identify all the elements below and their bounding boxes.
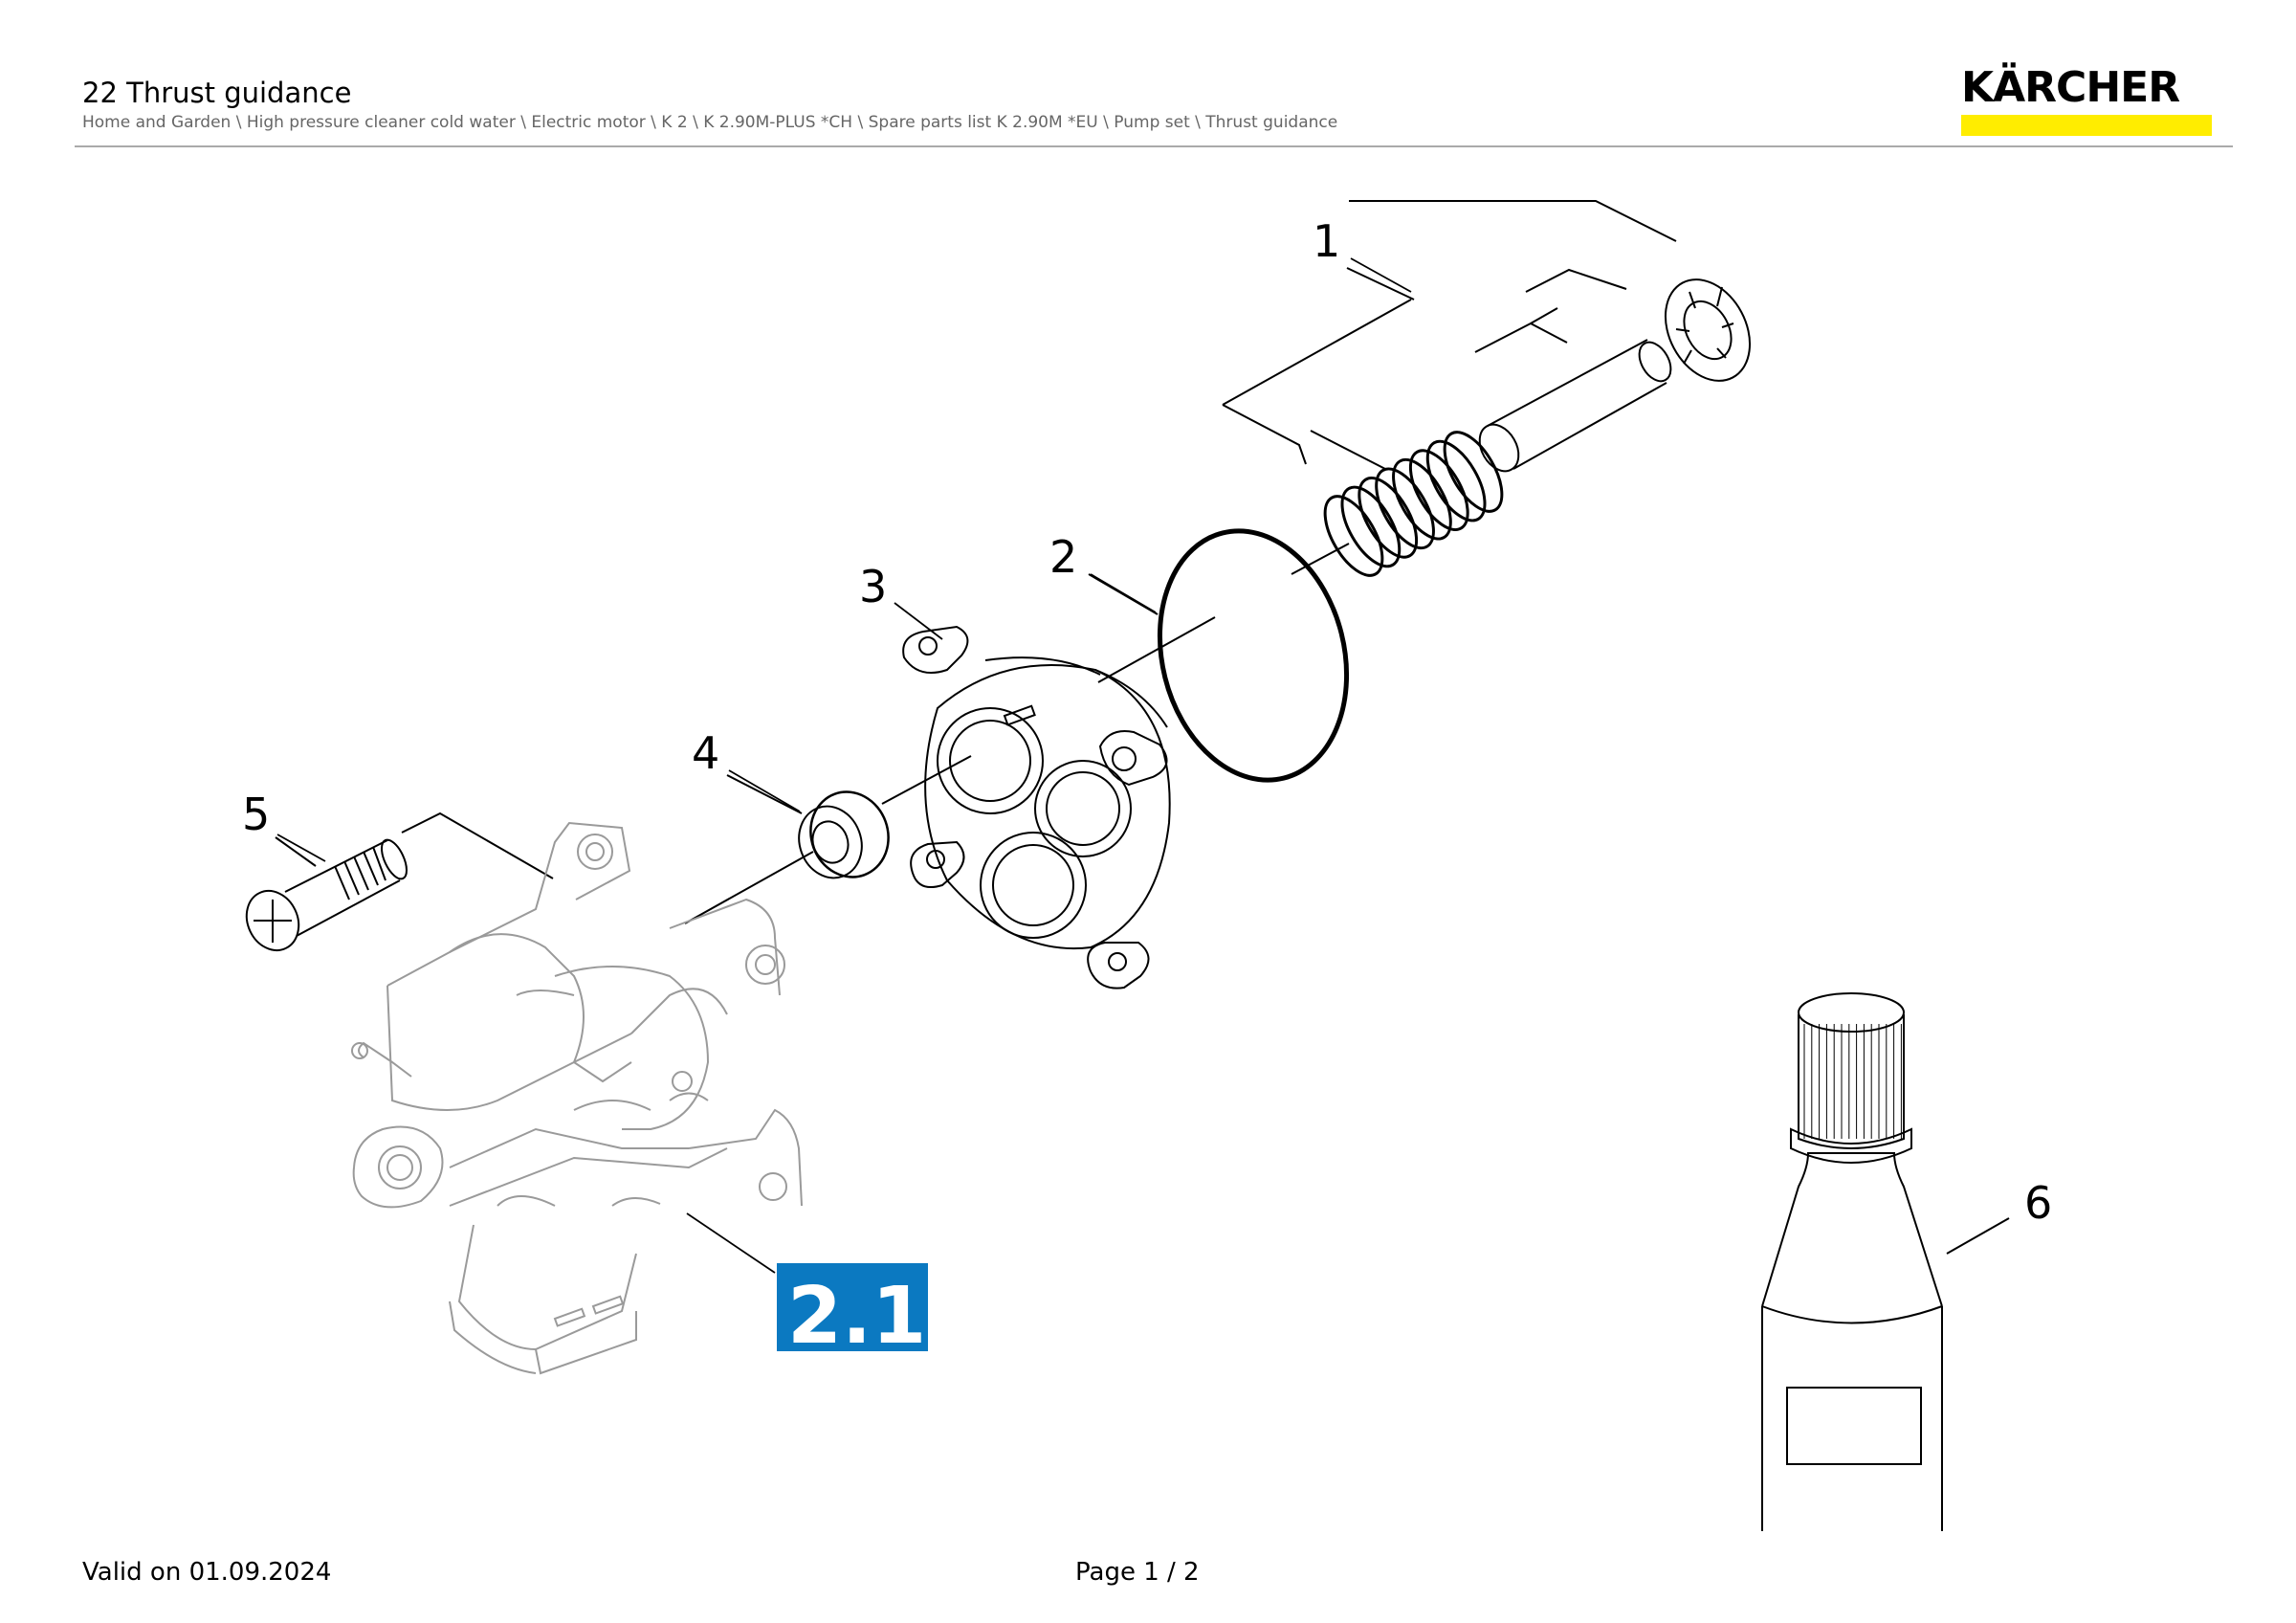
callout-5[interactable]: 5 (242, 789, 270, 840)
part-5-screw (245, 812, 554, 952)
reference-label-text: 2.1 (787, 1271, 926, 1362)
part-6-oil-bottle (1761, 992, 2010, 1531)
exploded-parts-diagram: 1 2 3 4 5 6 2.1 (242, 200, 2052, 1531)
part-3-valve-plate (902, 625, 1171, 989)
reference-label-2-1[interactable]: 2.1 (777, 1263, 928, 1362)
spring-coil (1375, 467, 1435, 550)
footer-page-number: Page 1 / 2 (1075, 1558, 1200, 1587)
spring-coil (1408, 449, 1469, 531)
logo-yellow-bar (1961, 115, 2212, 136)
spring-coil (1443, 431, 1504, 513)
spring-coil (1358, 477, 1419, 559)
spring-coil (1323, 495, 1384, 577)
callout-2[interactable]: 2 (1049, 531, 1077, 583)
karcher-logo: KÄRCHER (1961, 59, 2212, 138)
breadcrumb[interactable]: Home and Garden \ High pressure cleaner … (82, 113, 1338, 132)
part-1-spring (1323, 431, 1504, 577)
header-divider (75, 145, 2233, 147)
part-1-clip-washer (1664, 278, 1752, 382)
part-4-seal-ring (684, 755, 972, 924)
spring-coil (1425, 439, 1487, 522)
callout-leaders (276, 257, 1412, 1274)
spring-coil (1340, 485, 1402, 568)
callout-3[interactable]: 3 (859, 561, 887, 612)
spring-coil (1392, 457, 1452, 541)
logo-wordmark: KÄRCHER (1961, 63, 2180, 112)
callout-1[interactable]: 1 (1313, 215, 1340, 267)
part-1-pin (1478, 339, 1672, 473)
footer-valid-date: Valid on 01.09.2024 (82, 1558, 332, 1587)
part-1-bracket (1222, 200, 1677, 470)
part-2-1-pump-housing (351, 821, 803, 1375)
page-title: 22 Thrust guidance (82, 77, 352, 109)
part-2-o-ring (1088, 528, 1350, 783)
callout-6[interactable]: 6 (2024, 1177, 2052, 1229)
callout-4[interactable]: 4 (692, 727, 719, 779)
